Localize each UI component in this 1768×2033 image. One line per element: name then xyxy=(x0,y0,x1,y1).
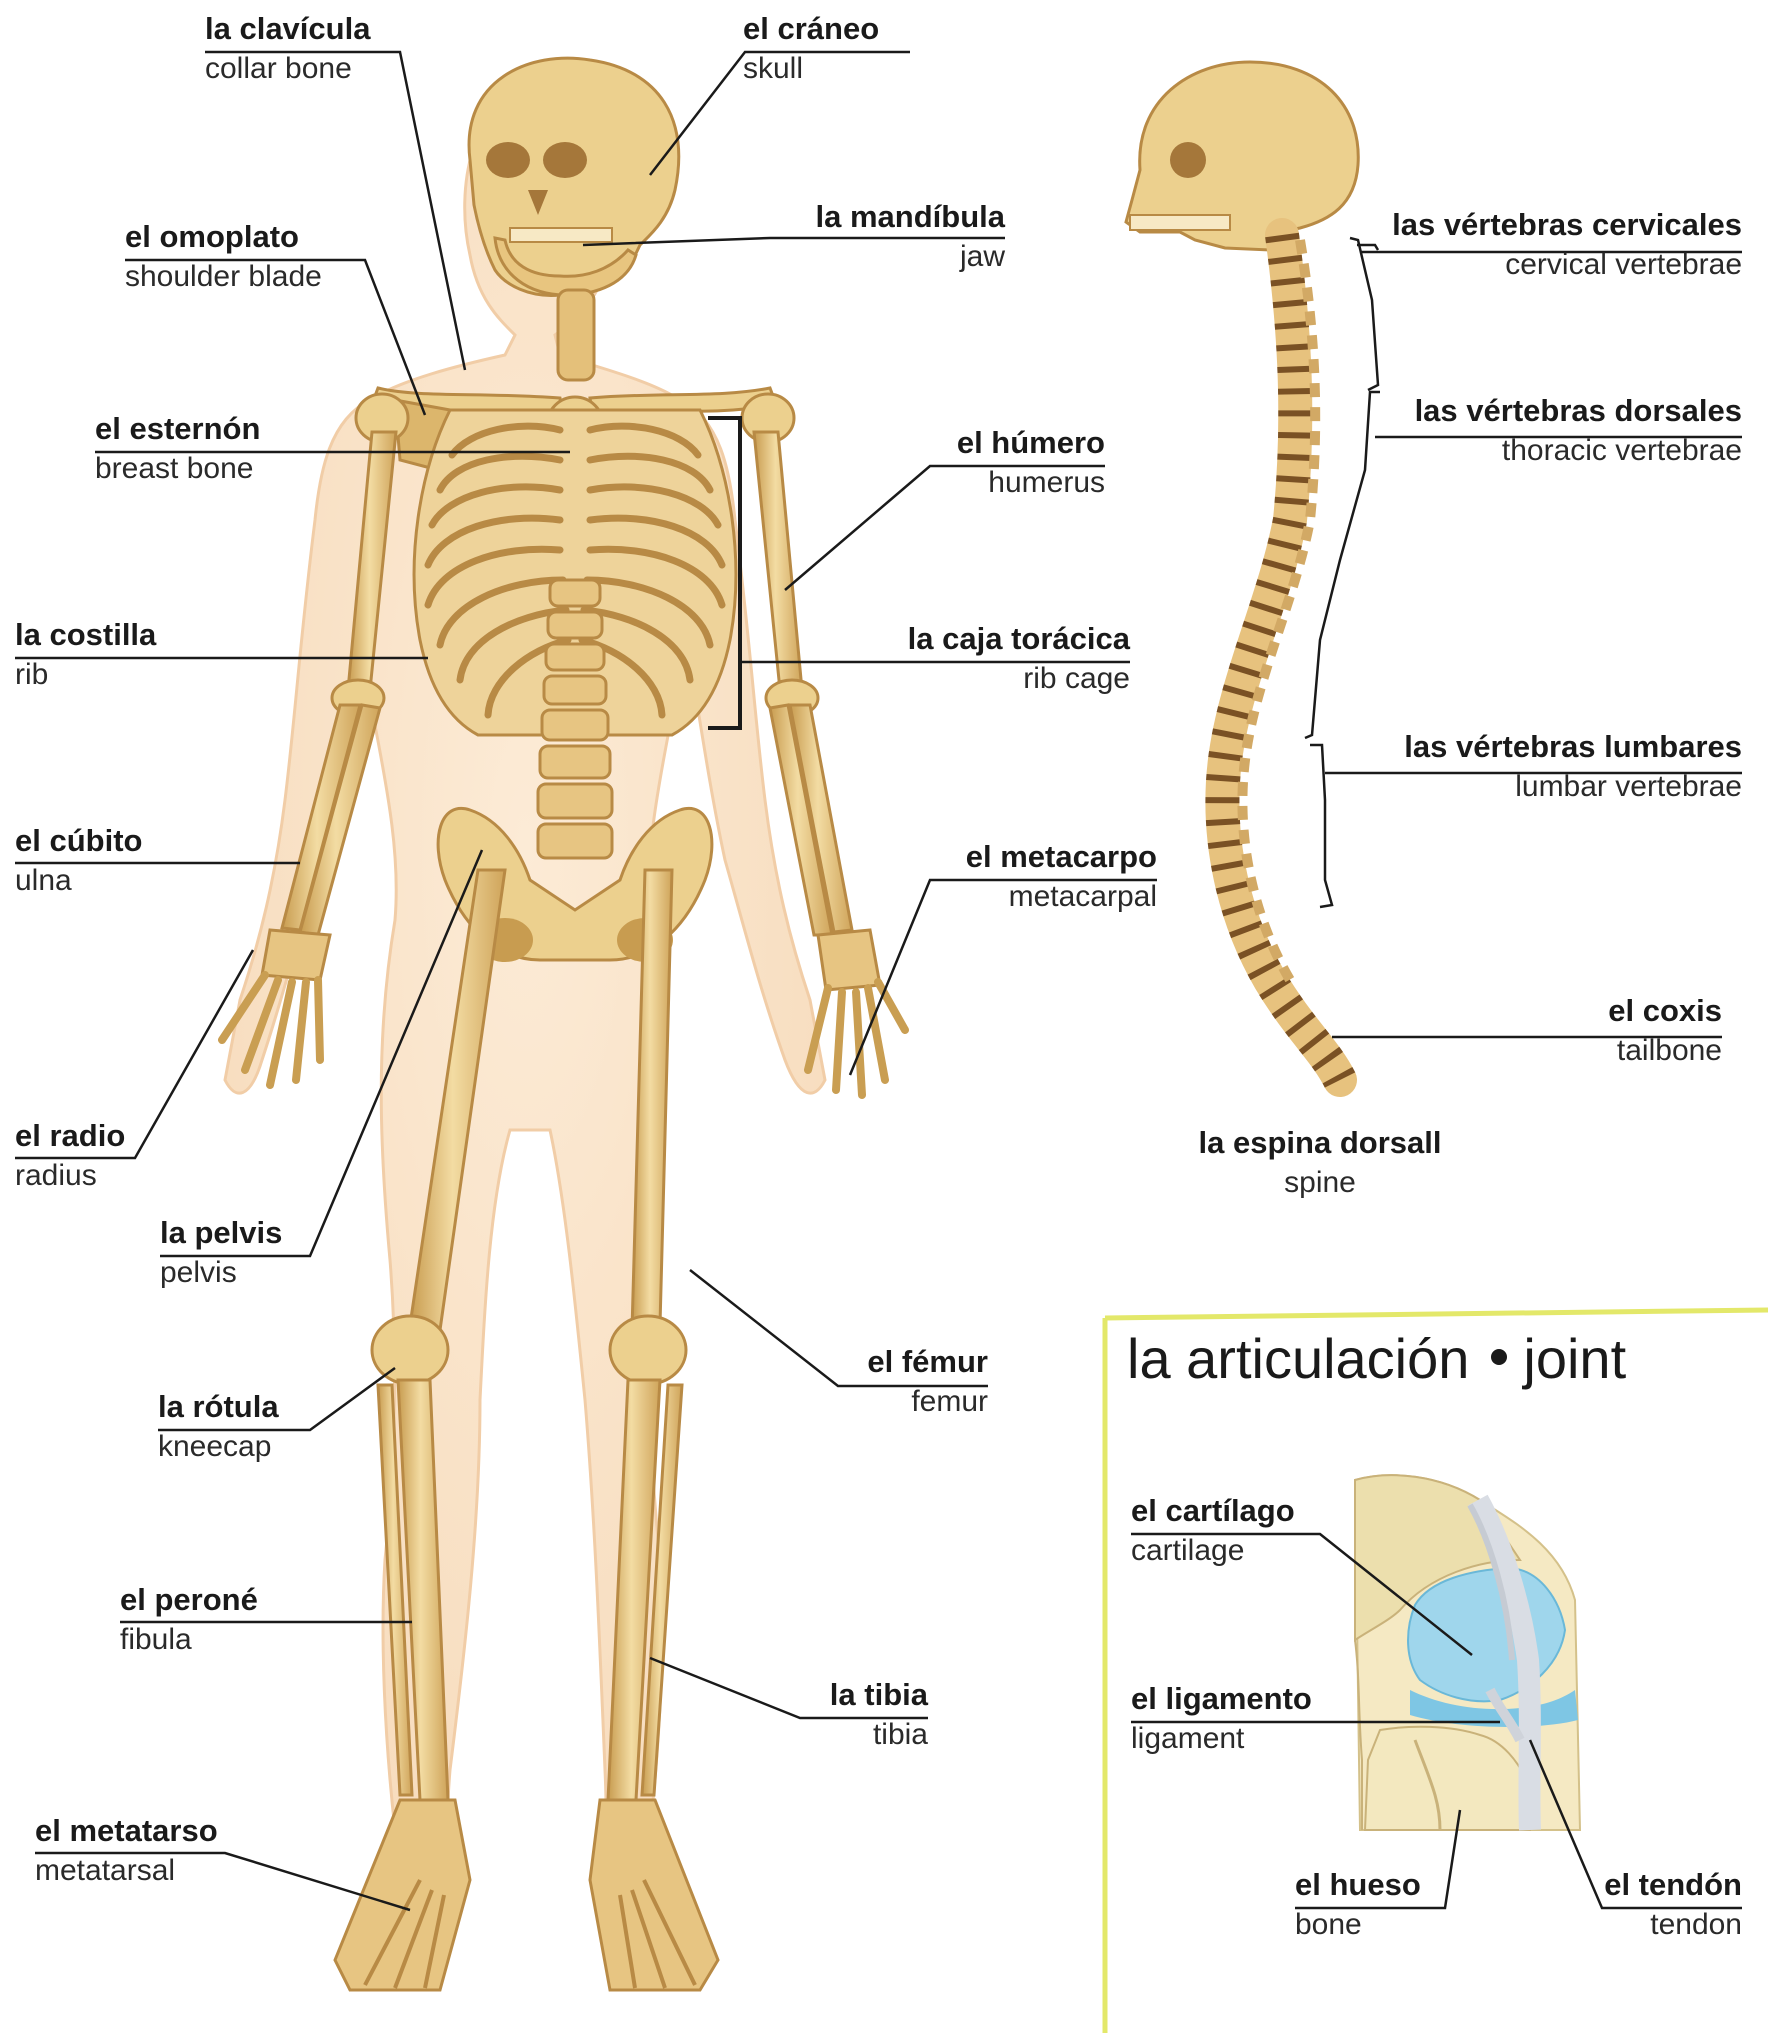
caption-en: spine xyxy=(1120,1164,1520,1202)
label-en: humerus xyxy=(957,464,1105,502)
label-en: pelvis xyxy=(160,1254,282,1292)
label-esternon: el esternón breast bone xyxy=(95,410,260,488)
label-es: el tendón xyxy=(1604,1866,1742,1906)
label-es: el cartílago xyxy=(1131,1492,1295,1532)
label-es: el esternón xyxy=(95,410,260,450)
label-en: breast bone xyxy=(95,450,260,488)
label-en: tibia xyxy=(830,1716,928,1754)
label-es: el cúbito xyxy=(15,822,142,862)
label-en: tendon xyxy=(1604,1906,1742,1944)
body-silhouette xyxy=(225,85,825,1983)
label-en: lumbar vertebrae xyxy=(1404,768,1742,806)
label-es: el húmero xyxy=(957,424,1105,464)
label-mandibula: la mandíbula jaw xyxy=(816,198,1005,276)
label-es: el fémur xyxy=(867,1343,988,1383)
label-es: la rótula xyxy=(158,1388,279,1428)
label-es: el radio xyxy=(15,1117,125,1157)
label-humero: el húmero humerus xyxy=(957,424,1105,502)
label-es: el coxis xyxy=(1608,992,1722,1032)
label-en: tailbone xyxy=(1608,1032,1722,1070)
label-en: rib xyxy=(15,656,156,694)
bullet-dot xyxy=(1491,1349,1507,1365)
label-en: jaw xyxy=(816,238,1005,276)
label-es: el cráneo xyxy=(743,10,879,50)
label-es: la pelvis xyxy=(160,1214,282,1254)
label-es: las vértebras lumbares xyxy=(1404,728,1742,768)
label-costilla: la costilla rib xyxy=(15,616,156,694)
label-en: skull xyxy=(743,50,879,88)
label-femur: el fémur femur xyxy=(867,1343,988,1421)
label-cubito: el cúbito ulna xyxy=(15,822,142,900)
caption-es: la espina dorsall xyxy=(1120,1124,1520,1164)
label-en: femur xyxy=(867,1383,988,1421)
label-craneo: el cráneo skull xyxy=(743,10,879,88)
label-en: rib cage xyxy=(908,660,1130,698)
label-tendon: el tendón tendon xyxy=(1604,1866,1742,1944)
label-es: la caja torácica xyxy=(908,620,1130,660)
label-caja-toracica: la caja torácica rib cage xyxy=(908,620,1130,698)
label-omoplato: el omoplato shoulder blade xyxy=(125,218,322,296)
label-cartilago: el cartílago cartilage xyxy=(1131,1492,1295,1570)
label-en: metacarpal xyxy=(966,878,1157,916)
joint-title-es: la articulación xyxy=(1127,1327,1469,1390)
label-en: collar bone xyxy=(205,50,370,88)
label-en: fibula xyxy=(120,1621,258,1659)
label-clavicula: la clavícula collar bone xyxy=(205,10,370,88)
label-en: cervical vertebrae xyxy=(1392,246,1742,284)
label-es: las vértebras cervicales xyxy=(1392,206,1742,246)
label-lumbares: las vértebras lumbares lumbar vertebrae xyxy=(1404,728,1742,806)
label-es: el metacarpo xyxy=(966,838,1157,878)
label-es: el ligamento xyxy=(1131,1680,1312,1720)
label-en: ligament xyxy=(1131,1720,1312,1758)
label-en: ulna xyxy=(15,862,142,900)
label-es: la clavícula xyxy=(205,10,370,50)
label-dorsales: las vértebras dorsales thoracic vertebra… xyxy=(1415,392,1742,470)
label-es: la costilla xyxy=(15,616,156,656)
label-es: el metatarso xyxy=(35,1812,218,1852)
joint-title-en: joint xyxy=(1523,1327,1626,1390)
label-es: el hueso xyxy=(1295,1866,1421,1906)
label-es: la tibia xyxy=(830,1676,928,1716)
label-en: radius xyxy=(15,1157,125,1195)
label-es: el omoplato xyxy=(125,218,322,258)
spine-caption: la espina dorsall spine xyxy=(1120,1124,1520,1202)
label-ligamento: el ligamento ligament xyxy=(1131,1680,1312,1758)
label-en: kneecap xyxy=(158,1428,279,1466)
label-en: thoracic vertebrae xyxy=(1415,432,1742,470)
label-cervicales: las vértebras cervicales cervical verteb… xyxy=(1392,206,1742,284)
label-en: bone xyxy=(1295,1906,1421,1944)
label-metatarso: el metatarso metatarsal xyxy=(35,1812,218,1890)
label-en: metatarsal xyxy=(35,1852,218,1890)
label-es: el peroné xyxy=(120,1581,258,1621)
label-es: las vértebras dorsales xyxy=(1415,392,1742,432)
spine-figure xyxy=(1126,62,1358,1080)
label-en: shoulder blade xyxy=(125,258,322,296)
label-perone: el peroné fibula xyxy=(120,1581,258,1659)
label-radio: el radio radius xyxy=(15,1117,125,1195)
label-en: cartilage xyxy=(1131,1532,1295,1570)
joint-title: la articulación joint xyxy=(1127,1326,1626,1391)
label-hueso: el hueso bone xyxy=(1295,1866,1421,1944)
label-metacarpo: el metacarpo metacarpal xyxy=(966,838,1157,916)
label-es: la mandíbula xyxy=(816,198,1005,238)
label-rotula: la rótula kneecap xyxy=(158,1388,279,1466)
label-tibia: la tibia tibia xyxy=(830,1676,928,1754)
label-pelvis: la pelvis pelvis xyxy=(160,1214,282,1292)
label-coxis: el coxis tailbone xyxy=(1608,992,1722,1070)
